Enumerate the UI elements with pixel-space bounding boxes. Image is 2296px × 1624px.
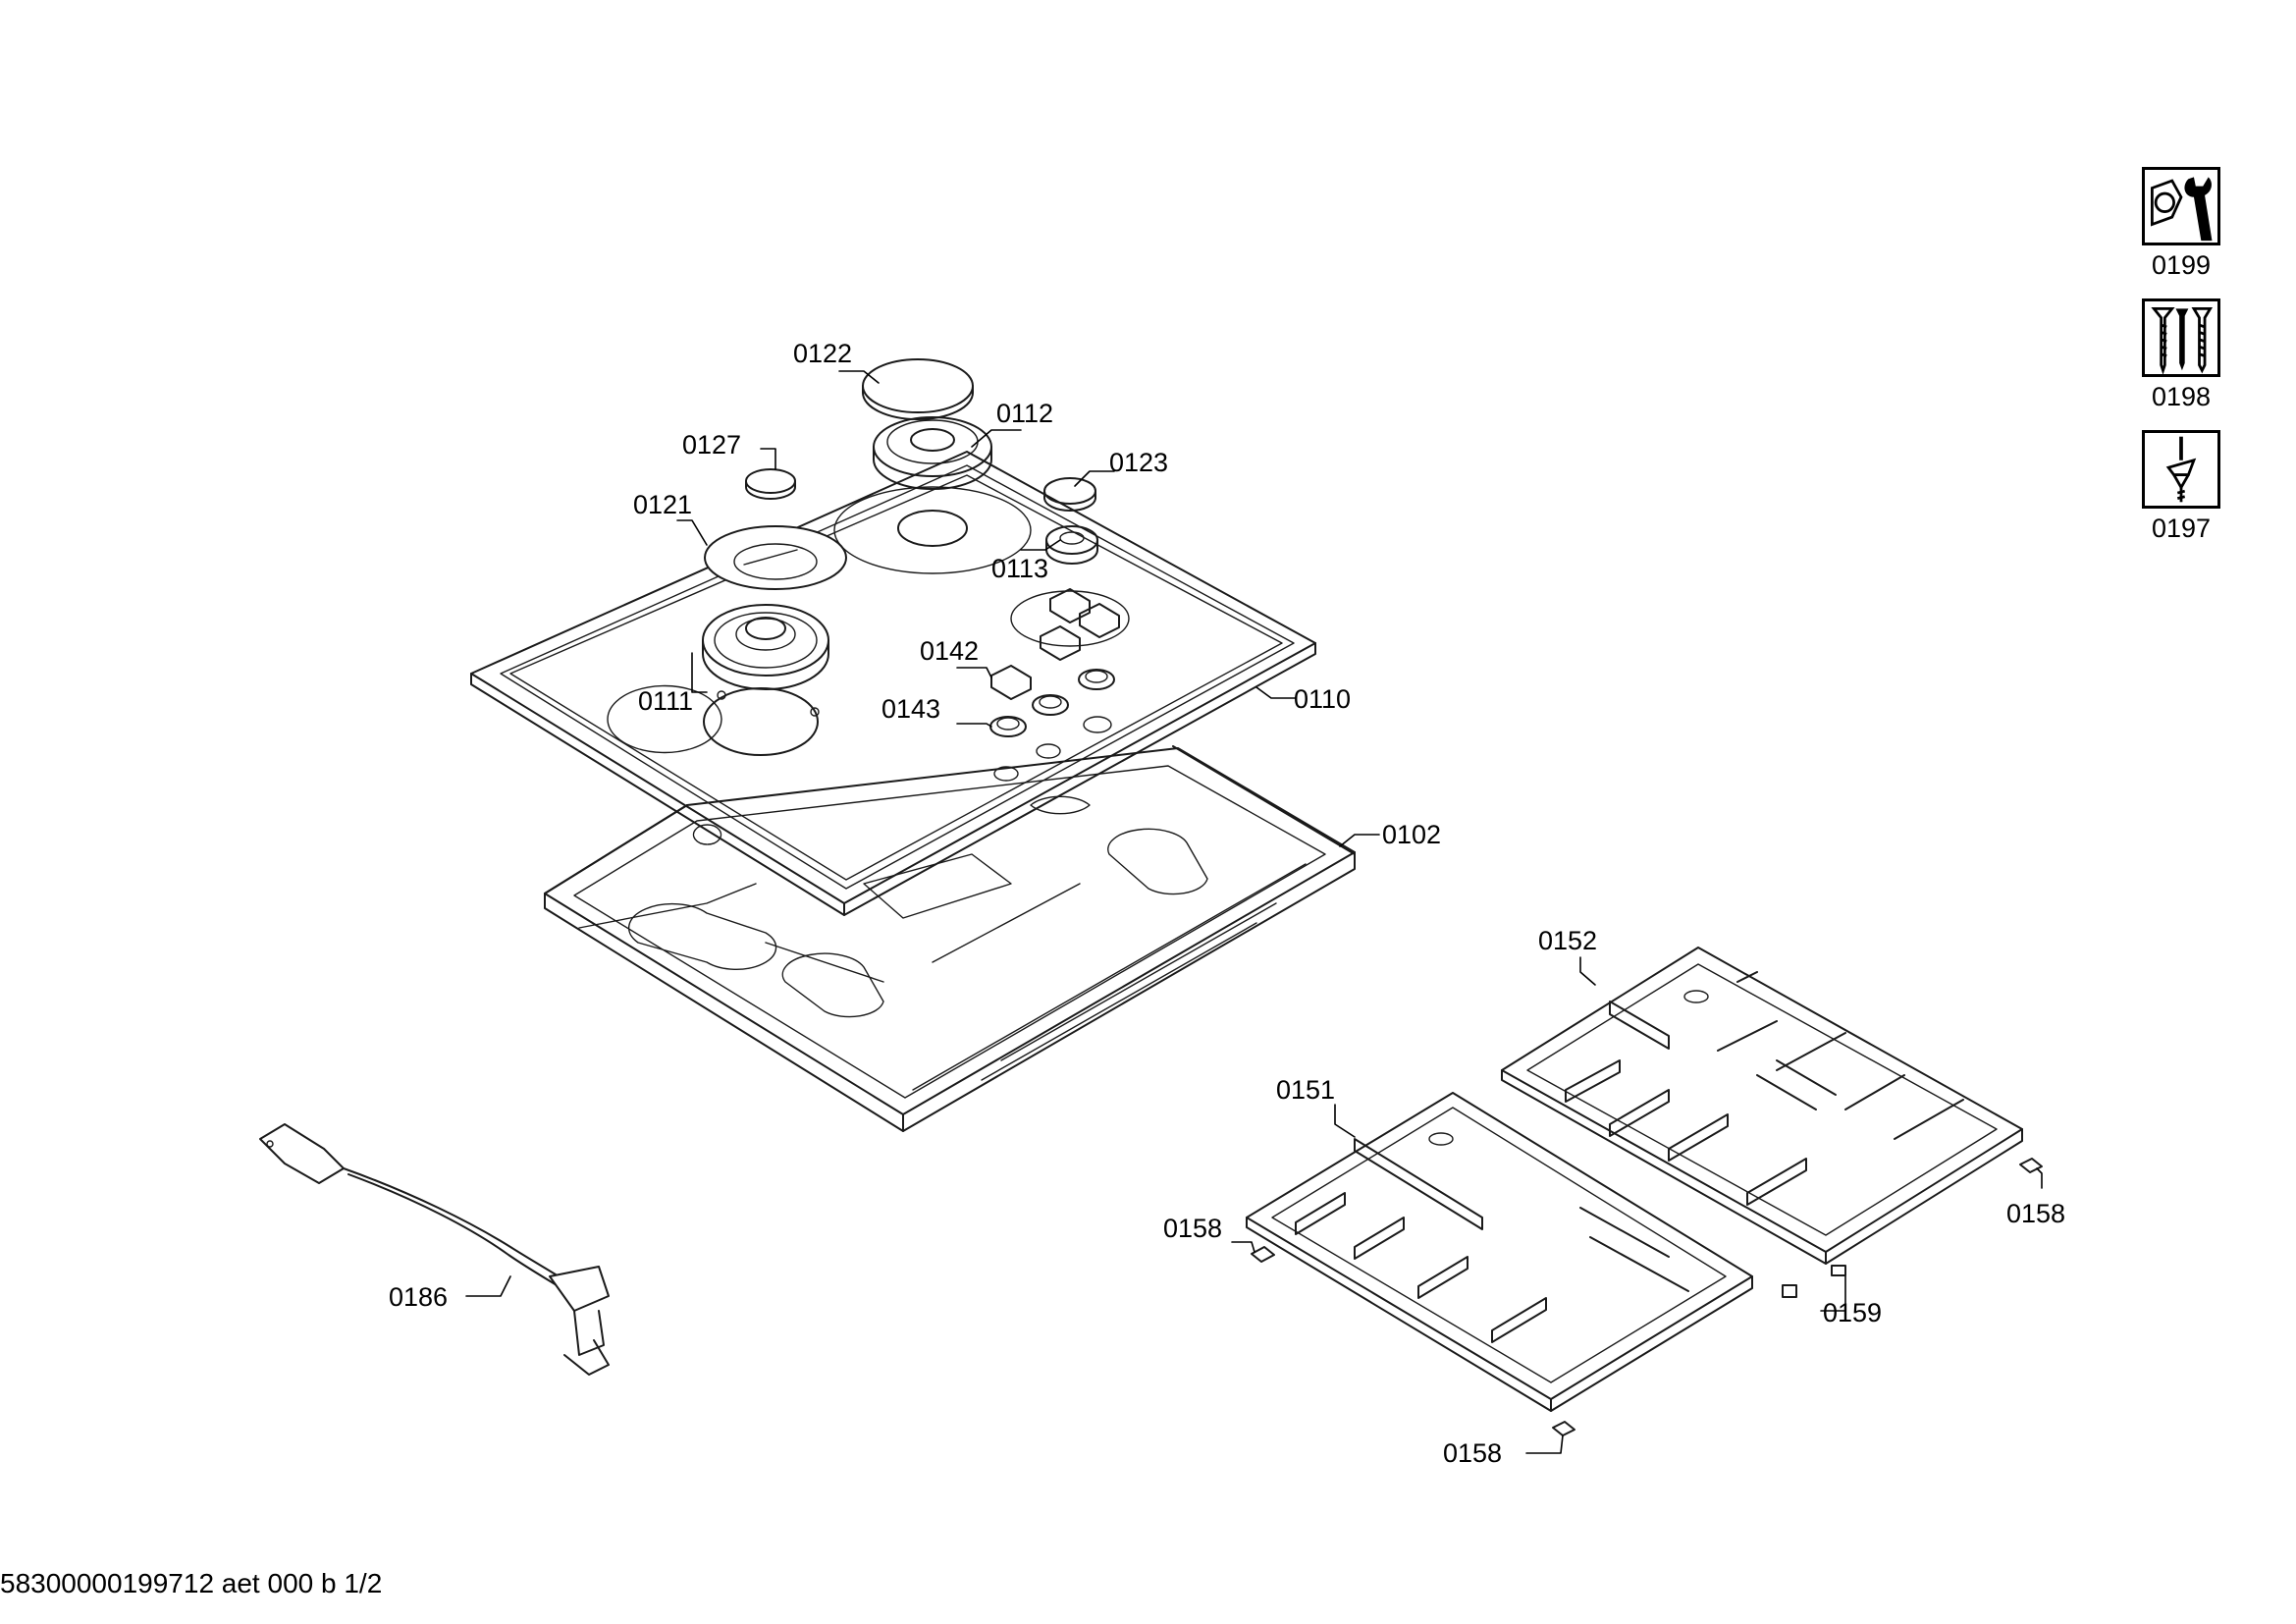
leader-lines	[465, 370, 2043, 1454]
part-0122-burner-cap-medium[interactable]	[862, 358, 974, 420]
part-0112-medium-burner[interactable]	[833, 416, 1032, 574]
label-0143: 0143	[881, 694, 940, 724]
icon-label-0197: 0197	[2151, 514, 2212, 543]
part-0121-burner-cap-large[interactable]	[704, 525, 847, 590]
document-id-footer: 58300000199712 aet 000 b 1/2	[0, 1568, 383, 1598]
part-0186-power-cable[interactable]	[259, 1123, 610, 1376]
part-0159-clip[interactable]	[1782, 1265, 1846, 1298]
label-0158-right: 0158	[2006, 1199, 2065, 1228]
label-0158-bottom: 0158	[1443, 1438, 1502, 1468]
part-0151-pan-support[interactable]	[1246, 1092, 1753, 1412]
part-0142-knobs[interactable]	[990, 588, 1120, 700]
part-0152-pan-support[interactable]	[1501, 947, 2023, 1265]
label-0111: 0111	[638, 686, 693, 716]
part-0143-knob-rings[interactable]	[989, 669, 1115, 782]
label-0113: 0113	[991, 554, 1048, 583]
label-0142: 0142	[920, 636, 979, 666]
label-0112: 0112	[996, 399, 1053, 428]
screwdriver-icon	[2142, 430, 2220, 509]
part-0111-large-burner[interactable]	[607, 604, 829, 756]
part-0158-rubber-feet[interactable]	[1251, 1158, 2043, 1436]
label-0110: 0110	[1294, 684, 1351, 714]
label-0186: 0186	[389, 1282, 448, 1312]
label-0102: 0102	[1382, 820, 1441, 849]
part-0113-aux-burner[interactable]	[1010, 477, 1130, 647]
label-0152: 0152	[1538, 926, 1597, 955]
label-0122: 0122	[793, 339, 852, 368]
label-0158-left: 0158	[1163, 1214, 1222, 1243]
part-0102-bottom-tray[interactable]	[544, 745, 1356, 1132]
part-labels: 0122 0112 0127 0123 0121 0113 0142 0111 …	[389, 339, 2065, 1468]
icon-label-0199: 0199	[2151, 250, 2212, 280]
icon-label-0198: 0198	[2151, 382, 2212, 411]
label-0151: 0151	[1276, 1075, 1335, 1105]
label-0159: 0159	[1823, 1298, 1882, 1327]
label-0121: 0121	[633, 490, 692, 519]
screws-icon	[2142, 298, 2220, 377]
part-0127-small-cap[interactable]	[745, 468, 796, 500]
label-0123: 0123	[1109, 448, 1168, 477]
wrench-nut-icon	[2142, 167, 2220, 245]
label-0127: 0127	[682, 430, 741, 460]
